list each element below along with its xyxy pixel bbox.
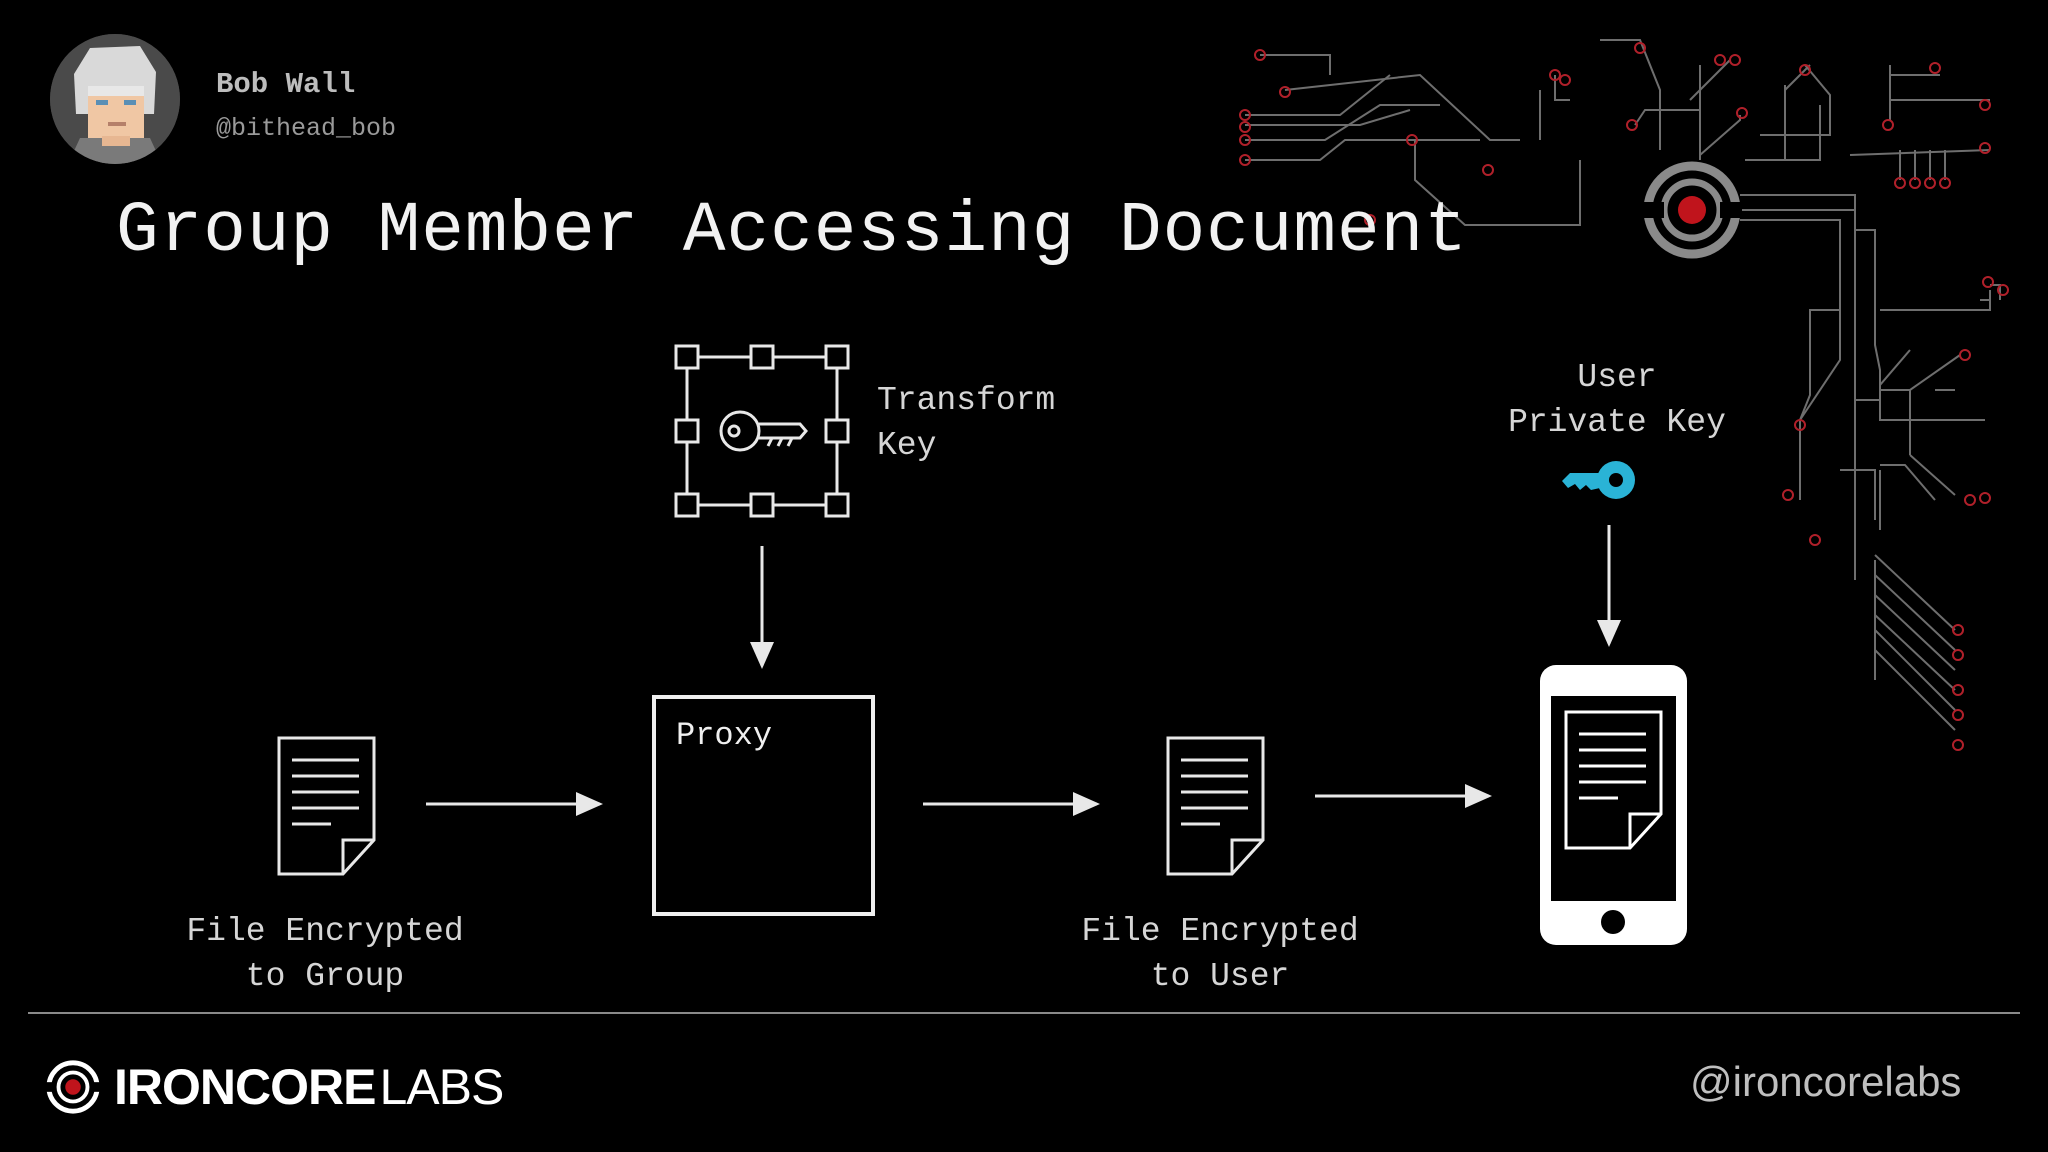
file-encrypted-user-label: File Encrypted to User <box>1081 913 1359 995</box>
user-key-icon <box>1562 461 1635 499</box>
brand-bold-text: IRONCORE <box>114 1059 376 1115</box>
circuit-nodes <box>1239 42 2009 751</box>
ironcore-logo-icon <box>1642 161 1742 259</box>
document-icon <box>1166 736 1265 876</box>
user-private-key-label: User Private Key <box>1508 359 1726 441</box>
author-handle: @bithead_bob <box>216 114 397 143</box>
ironcore-brand: IRONCORE LABS <box>44 1055 504 1119</box>
proxy-box <box>652 695 875 916</box>
document-icon <box>277 736 376 876</box>
author-name: Bob Wall <box>216 68 356 101</box>
avatar <box>50 34 180 164</box>
avatar-portrait-icon <box>50 34 180 164</box>
ironcore-brand-icon <box>44 1060 102 1114</box>
file-encrypted-group-label: File Encrypted to Group <box>186 913 464 995</box>
brand-light-text: LABS <box>379 1059 504 1115</box>
arrows <box>426 525 1621 816</box>
proxy-label: Proxy <box>676 717 773 754</box>
footer-divider <box>28 1012 2020 1014</box>
slide-title: Group Member Accessing Document <box>116 192 1468 272</box>
phone-icon <box>1540 665 1687 945</box>
footer-handle: @ironcorelabs <box>1690 1058 1962 1105</box>
transform-key-icon <box>674 344 850 518</box>
transform-key-label: Transform Key <box>877 382 1056 464</box>
